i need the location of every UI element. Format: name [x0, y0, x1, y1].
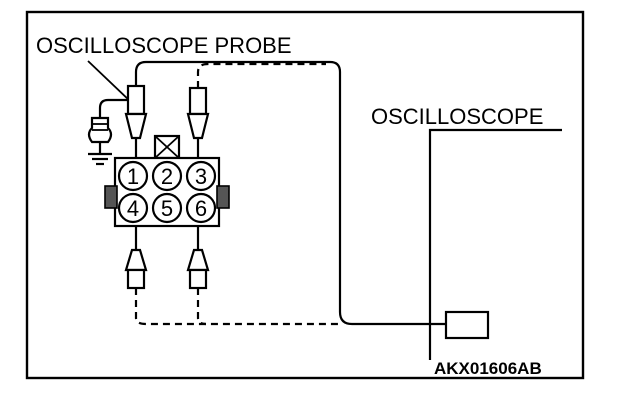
connector-pin-4: 4 — [117, 192, 149, 224]
probe-label: OSCILLOSCOPE PROBE — [36, 33, 292, 58]
probe-lead-dashed-6 — [196, 288, 207, 326]
svg-text:1: 1 — [127, 164, 139, 189]
connector-lock-icon — [153, 134, 181, 160]
probe-top-pin3-icon — [186, 86, 210, 160]
connector-body: 1 2 3 4 5 6 — [104, 156, 230, 228]
connector-pin-5: 5 — [151, 192, 183, 224]
probe-bottom-pin6-icon — [186, 226, 210, 290]
svg-text:4: 4 — [127, 196, 139, 221]
probe-lead-dashed-3 — [196, 62, 326, 88]
svg-text:5: 5 — [161, 196, 173, 221]
connector-pin-3: 3 — [185, 160, 217, 192]
probe-lead-dashed-bottom — [134, 288, 340, 326]
oscilloscope-probe-icon — [124, 84, 148, 160]
svg-text:2: 2 — [161, 164, 173, 189]
oscilloscope-outline — [428, 128, 562, 360]
figure-code: AKX01606AB — [434, 359, 542, 378]
probe-leader-line — [87, 60, 131, 102]
probe-bottom-pin4-icon — [124, 226, 148, 290]
oscilloscope-input-box — [444, 310, 490, 340]
connector-pin-2: 2 — [151, 160, 183, 192]
svg-text:6: 6 — [195, 196, 207, 221]
test-lamp-icon — [87, 98, 130, 166]
oscilloscope-label: OSCILLOSCOPE — [371, 104, 543, 129]
figure-border — [25, 10, 585, 380]
svg-text:3: 3 — [195, 164, 207, 189]
probe-lead-solid — [134, 60, 446, 326]
connector-pin-6: 6 — [185, 192, 217, 224]
connector-pin-1: 1 — [117, 160, 149, 192]
